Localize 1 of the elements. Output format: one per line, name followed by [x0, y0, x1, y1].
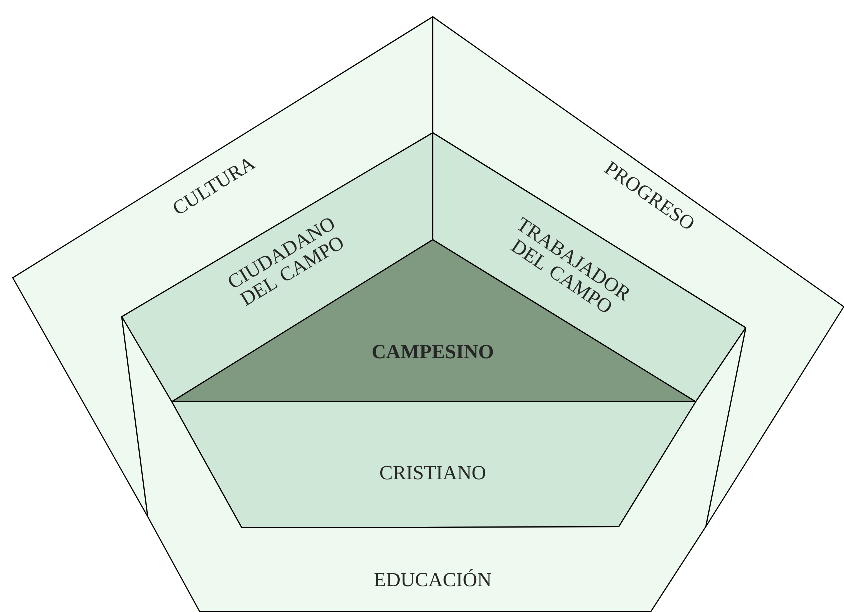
face: CRISTIANO [171, 401, 697, 529]
